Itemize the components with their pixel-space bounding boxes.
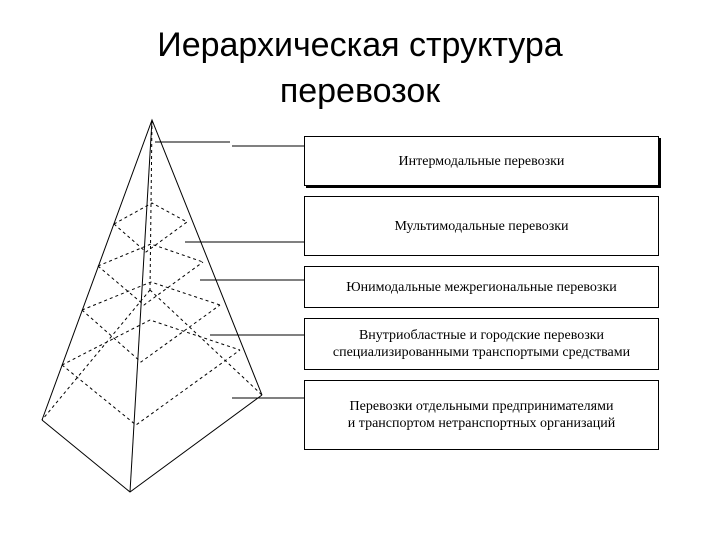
pyramid-front-edge	[129, 119, 153, 493]
level-label-2: Мультимодальные перевозки	[394, 218, 569, 234]
pyramid-outline	[41, 118, 263, 421]
title-line-2: перевозок	[279, 72, 441, 110]
level-label-4: Внутриобластные и городские перевозки сп…	[332, 328, 631, 360]
title-line-1: Иерархическая структура	[157, 26, 563, 64]
hidden-edges	[41, 119, 263, 421]
level-box-4: Внутриобластные и городские перевозки сп…	[304, 318, 659, 370]
level-label-1: Интермодальные перевозки	[398, 153, 565, 169]
connector-lines	[155, 141, 304, 399]
pyramid-base	[41, 394, 263, 493]
level-box-2: Мультимодальные перевозки	[304, 196, 659, 256]
level-box-5: Перевозки отдельными предпринимателями и…	[304, 380, 659, 450]
level-label-5: Перевозки отдельными предпринимателями и…	[347, 399, 616, 431]
level-label-3: Юнимодальные межрегиональные перевозки	[346, 279, 617, 295]
page-title: Иерархическая структура перевозок	[0, 22, 720, 114]
level-box-1: Интермодальные перевозки	[304, 136, 659, 186]
tier-sections	[61, 202, 241, 426]
level-box-3: Юнимодальные межрегиональные перевозки	[304, 266, 659, 308]
